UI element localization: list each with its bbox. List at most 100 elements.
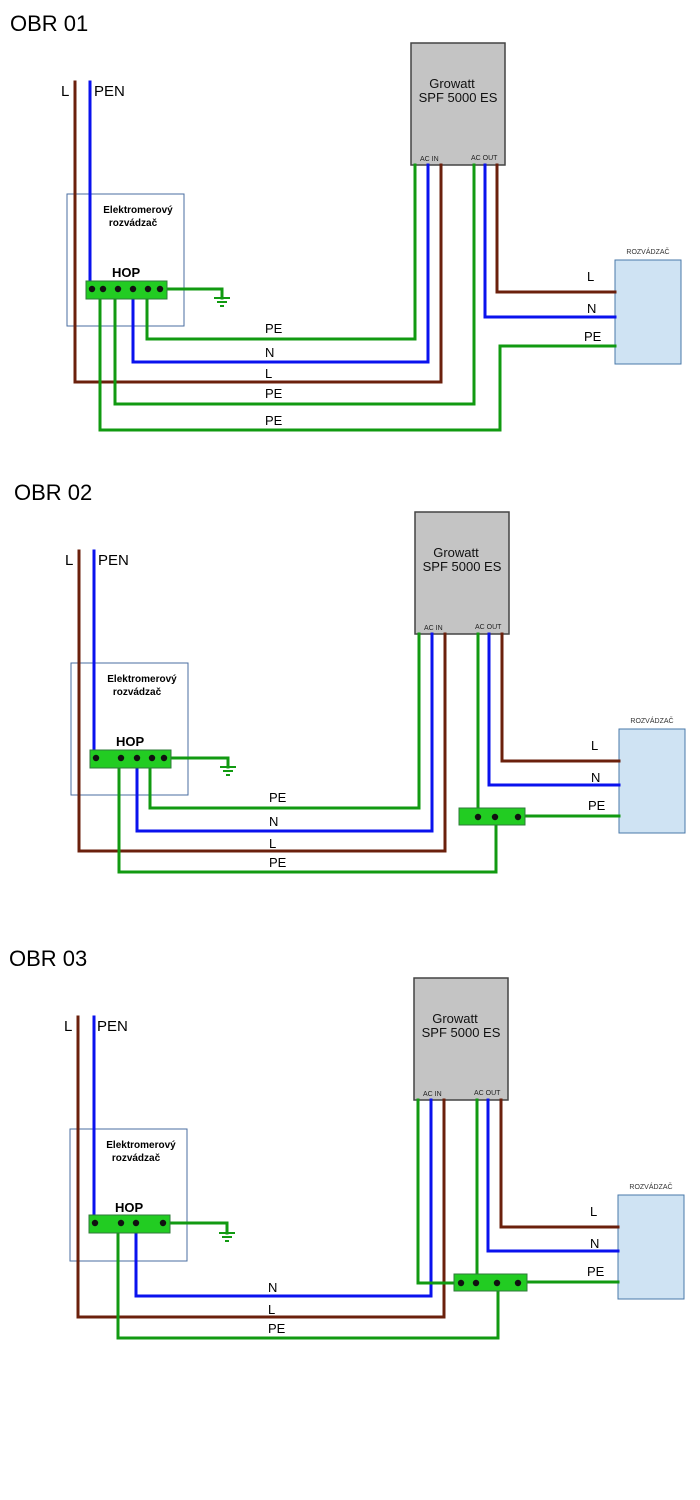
supply-label-PEN: PEN (97, 1018, 128, 1035)
inverter-label-line2: SPF 5000 ES (419, 90, 498, 105)
wire-PE-ac-in-to-pe-bar (416, 1098, 463, 1285)
wire-L-supply-to-ac-in (73, 80, 443, 384)
inverter-ac-out-label: AC OUT (474, 1090, 501, 1097)
diagram-obr-01: OBR 01 Elektromerový rozvádzač Growatt S… (10, 11, 682, 432)
terminal-screw (514, 813, 522, 821)
inverter-ac-in-label: AC IN (423, 1091, 442, 1098)
hop-label: HOP (115, 1200, 144, 1215)
distribution-box (614, 259, 682, 365)
wire-label: N (265, 345, 274, 360)
terminal-screw (160, 754, 168, 762)
terminal-screw (132, 1219, 140, 1227)
wire-label: PE (269, 790, 287, 805)
pe-terminal-bar (453, 1273, 528, 1292)
supply-label-L: L (61, 83, 69, 100)
hop-terminal-bar (88, 1214, 171, 1234)
wire-label: L (268, 1302, 275, 1317)
wire-PE-to-ground (163, 287, 224, 300)
wire-N-hop-to-ac-in (134, 1098, 433, 1298)
diagram-obr-03: OBR 03 Elektromerový rozvádzač Growatt S… (9, 946, 685, 1340)
wire-PE-hop-to-distribution (98, 287, 617, 432)
wire-label: N (587, 301, 596, 316)
diagram-obr-02: OBR 02 Elektromerový rozvádzač Growatt S… (14, 480, 686, 874)
hop-terminal-bar (89, 749, 172, 769)
terminal-screw (92, 754, 100, 762)
meter-cabinet-label-line2: rozvádzač (113, 687, 162, 698)
ground-icon (214, 297, 230, 307)
supply-label-L: L (64, 1018, 72, 1035)
terminal-screw (491, 813, 499, 821)
inverter-label-line1: Growatt (433, 545, 479, 560)
wire-label: N (590, 1236, 599, 1251)
inverter-box (414, 511, 510, 635)
inverter-ac-out-label: AC OUT (475, 624, 502, 631)
terminal-screw (88, 285, 96, 293)
meter-cabinet-box (70, 662, 189, 796)
terminal-screw (514, 1279, 522, 1287)
wire-PE-to-ground (166, 756, 230, 769)
wire-label: PE (584, 329, 602, 344)
hop-label: HOP (116, 734, 145, 749)
supply-label-L: L (65, 552, 73, 569)
terminal-screw (133, 754, 141, 762)
terminal-screw (99, 285, 107, 293)
diagram-title: OBR 03 (9, 946, 87, 971)
inverter-label-line1: Growatt (432, 1011, 478, 1026)
distribution-box-label: ROZVÁDZAČ (629, 1182, 672, 1191)
meter-cabinet-box (66, 193, 185, 327)
wire-label: PE (265, 386, 283, 401)
terminal-screw (114, 285, 122, 293)
inverter-ac-out-label: AC OUT (471, 155, 498, 162)
wire-PE-hop-to-ac-out (113, 163, 476, 406)
hop-terminal-bar (85, 280, 168, 300)
wire-label: PE (268, 1321, 286, 1336)
wire-PE-to-ground (166, 1221, 229, 1235)
distribution-box-label: ROZVÁDZAČ (626, 247, 669, 256)
inverter-ac-in-label: AC IN (424, 625, 443, 632)
wire-label: L (590, 1204, 597, 1219)
inverter-box (410, 42, 506, 166)
inverter-label-line2: SPF 5000 ES (423, 559, 502, 574)
terminal-screw (493, 1279, 501, 1287)
wire-label: L (591, 738, 598, 753)
terminal-screw (129, 285, 137, 293)
inverter-label-line2: SPF 5000 ES (422, 1025, 501, 1040)
terminal-screw (117, 1219, 125, 1227)
meter-cabinet-label-line2: rozvádzač (112, 1153, 161, 1164)
terminal-screw (159, 1219, 167, 1227)
wire-N-ac-out-to-distribution (487, 632, 621, 787)
terminal-screw (144, 285, 152, 293)
distribution-box (618, 728, 686, 834)
terminal-screw (457, 1279, 465, 1287)
wire-label: N (268, 1280, 277, 1295)
inverter-label-line1: Growatt (429, 76, 475, 91)
wire-PE-hop-to-pe-bar (116, 1221, 500, 1340)
terminal-screw (148, 754, 156, 762)
wire-N-ac-out-to-distribution (483, 163, 617, 319)
wire-PE-hop-to-pe-bar (117, 756, 498, 874)
wire-label: N (591, 770, 600, 785)
ground-icon (219, 1232, 235, 1242)
terminal-screw (117, 754, 125, 762)
wire-PE-hop-to-ac-in (145, 163, 417, 341)
wire-label: PE (588, 798, 606, 813)
wire-N-ac-out-to-distribution (486, 1098, 620, 1253)
meter-cabinet-box (69, 1128, 188, 1262)
diagram-title: OBR 02 (14, 480, 92, 505)
wire-label: PE (265, 321, 283, 336)
wire-N-hop-to-ac-in (135, 632, 434, 833)
distribution-box (617, 1194, 685, 1300)
wire-PE-hop-to-ac-in (148, 632, 421, 810)
meter-cabinet-label-line1: Elektromerový (103, 205, 173, 216)
wire-label: PE (269, 855, 287, 870)
diagram-title: OBR 01 (10, 11, 88, 36)
hop-label: HOP (112, 265, 141, 280)
terminal-screw (472, 1279, 480, 1287)
distribution-box-label: ROZVÁDZAČ (630, 716, 673, 725)
wire-N-hop-to-ac-in (131, 163, 430, 364)
terminal-screw (474, 813, 482, 821)
inverter-ac-in-label: AC IN (420, 156, 439, 163)
meter-cabinet-label-line1: Elektromerový (106, 1140, 176, 1151)
terminal-screw (91, 1219, 99, 1227)
